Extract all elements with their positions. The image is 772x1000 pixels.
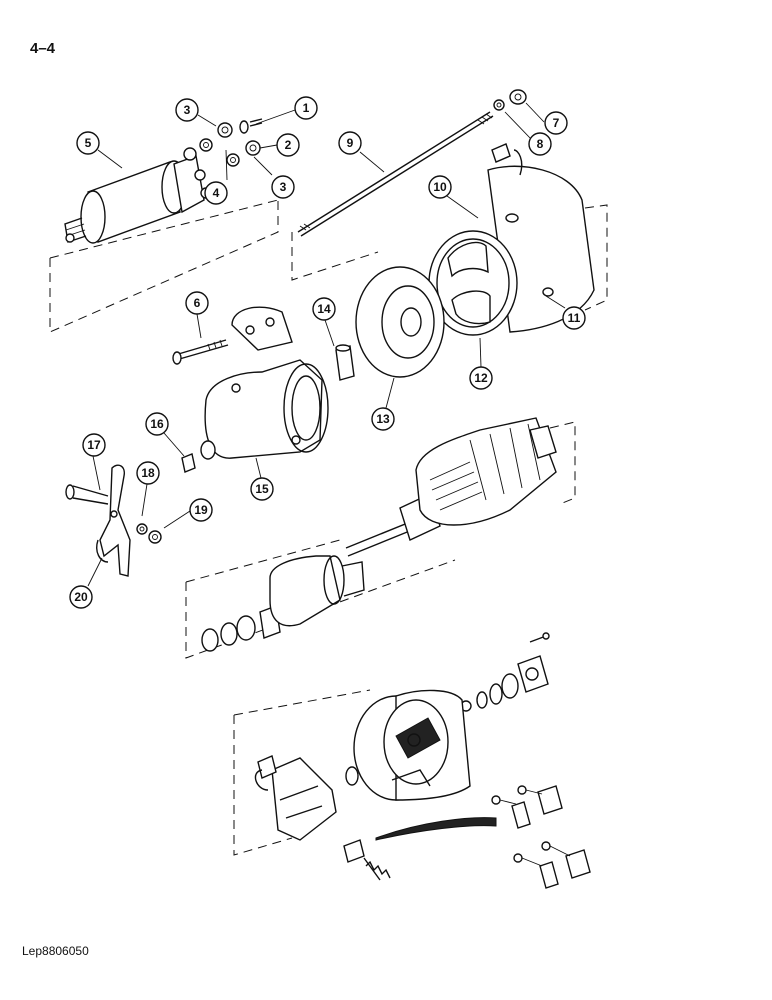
svg-text:6: 6 xyxy=(194,296,201,310)
callout-17: 17 xyxy=(82,433,106,457)
callout-9: 9 xyxy=(338,131,362,155)
dashed-group-end-frame xyxy=(233,689,371,856)
callout-6: 6 xyxy=(185,291,209,315)
leader-lines xyxy=(87,102,566,587)
callout-13: 13 xyxy=(371,407,395,431)
callout-20: 20 xyxy=(69,585,93,609)
page-number: 4–4 xyxy=(30,40,56,57)
callout-4: 4 xyxy=(204,181,228,205)
callout-1: 1 xyxy=(294,96,318,120)
cover-plate-part xyxy=(355,266,445,378)
dashed-group-frame xyxy=(291,204,608,311)
svg-text:9: 9 xyxy=(347,136,354,150)
callout-11: 11 xyxy=(562,306,586,330)
armature-part xyxy=(345,417,557,557)
callout-19: 19 xyxy=(189,498,213,522)
svg-text:2: 2 xyxy=(285,138,292,152)
callout-18: 18 xyxy=(136,461,160,485)
svg-text:15: 15 xyxy=(255,482,269,496)
pivot-pin-part xyxy=(65,484,109,505)
nut-and-washer xyxy=(493,89,527,111)
drive-housing-part xyxy=(172,306,329,460)
field-frame-part xyxy=(428,143,595,336)
callout-10: 10 xyxy=(428,175,452,199)
callout-3-upper: 3 xyxy=(175,98,199,122)
svg-text:12: 12 xyxy=(474,371,488,385)
svg-text:19: 19 xyxy=(194,503,208,517)
svg-text:8: 8 xyxy=(537,137,544,151)
svg-text:11: 11 xyxy=(568,311,581,325)
svg-text:3: 3 xyxy=(184,103,191,117)
callout-16: 16 xyxy=(145,412,169,436)
svg-text:4: 4 xyxy=(213,186,220,200)
callout-8: 8 xyxy=(528,132,552,156)
through-bolt-part xyxy=(297,111,494,237)
callout-15: 15 xyxy=(250,477,274,501)
svg-text:7: 7 xyxy=(553,116,560,130)
svg-text:10: 10 xyxy=(433,180,447,194)
figure-reference-code: Lep8806050 xyxy=(22,944,89,958)
washer-and-nut-small xyxy=(136,523,162,544)
solenoid-part xyxy=(64,147,212,244)
svg-text:14: 14 xyxy=(317,302,331,316)
svg-text:5: 5 xyxy=(85,136,92,150)
svg-text:13: 13 xyxy=(376,412,390,426)
svg-text:20: 20 xyxy=(74,590,88,604)
callout-2: 2 xyxy=(276,133,300,157)
dashed-group-armature xyxy=(185,421,576,659)
brush-holder-part xyxy=(254,755,391,881)
brush-set xyxy=(491,785,591,889)
callout-5: 5 xyxy=(76,131,100,155)
dashed-group-solenoid xyxy=(49,199,279,333)
brush-detail-arrow xyxy=(375,817,497,841)
end-frame-part xyxy=(353,689,471,801)
fastener-washers xyxy=(199,118,263,167)
shim-stack xyxy=(460,632,550,712)
svg-text:3: 3 xyxy=(280,180,287,194)
svg-text:17: 17 xyxy=(87,438,101,452)
pinion-drive-part xyxy=(201,555,365,652)
svg-text:1: 1 xyxy=(303,101,310,115)
callout-12: 12 xyxy=(469,366,493,390)
callout-3-lower: 3 xyxy=(271,175,295,199)
callout-14: 14 xyxy=(312,297,336,321)
svg-text:18: 18 xyxy=(141,466,155,480)
shift-fork-part xyxy=(96,464,131,577)
callout-7: 7 xyxy=(544,111,568,135)
small-bushing-part xyxy=(181,453,196,473)
svg-text:16: 16 xyxy=(150,417,164,431)
bushing-part xyxy=(335,344,355,381)
